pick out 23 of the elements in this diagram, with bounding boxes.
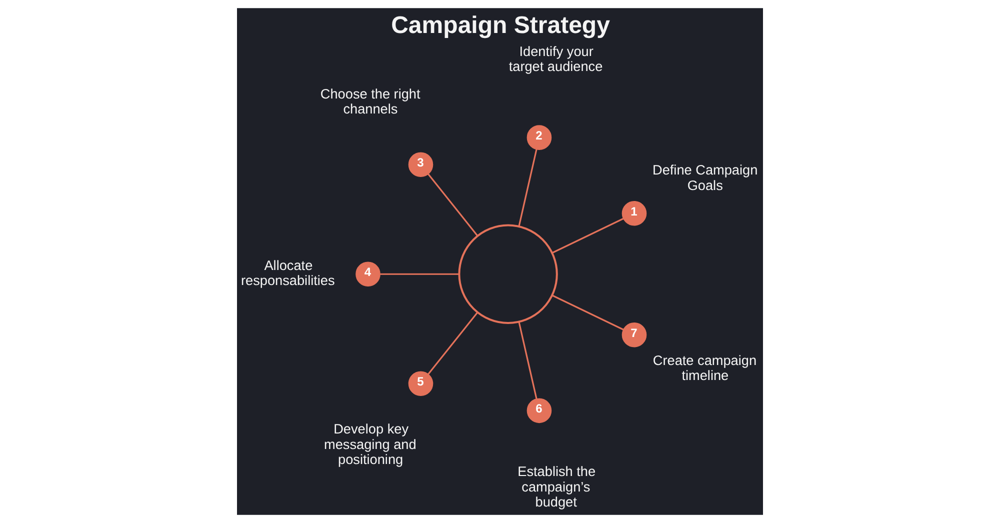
node-circle: 6 (526, 398, 552, 424)
node-label: Choose the right channels (320, 86, 420, 116)
node-circle (458, 224, 558, 324)
connector (380, 273, 460, 275)
node-circle: 3 (408, 152, 434, 178)
node-label: Establish the campaign’s budget (518, 464, 596, 510)
node-circle: 2 (526, 125, 552, 150)
connector (428, 312, 478, 375)
node-label: Develop key messaging and positioning (324, 422, 416, 468)
node-circle: 5 (408, 371, 434, 396)
connector (552, 218, 624, 254)
connector (552, 294, 624, 330)
connector (428, 174, 478, 236)
node-circle: 4 (356, 262, 380, 287)
node-label: Identify your target audience (508, 44, 603, 74)
connector (518, 322, 538, 400)
node-circle: 7 (622, 322, 647, 348)
diagram-title: Campaign Strategy (391, 12, 610, 39)
node-label: Create campaign timeline (652, 352, 757, 384)
node-circle: 1 (622, 200, 647, 226)
node-label: Allocate responsabilities (241, 258, 335, 288)
connector (518, 149, 538, 227)
node-label: Define Campaign Goals (652, 162, 758, 193)
